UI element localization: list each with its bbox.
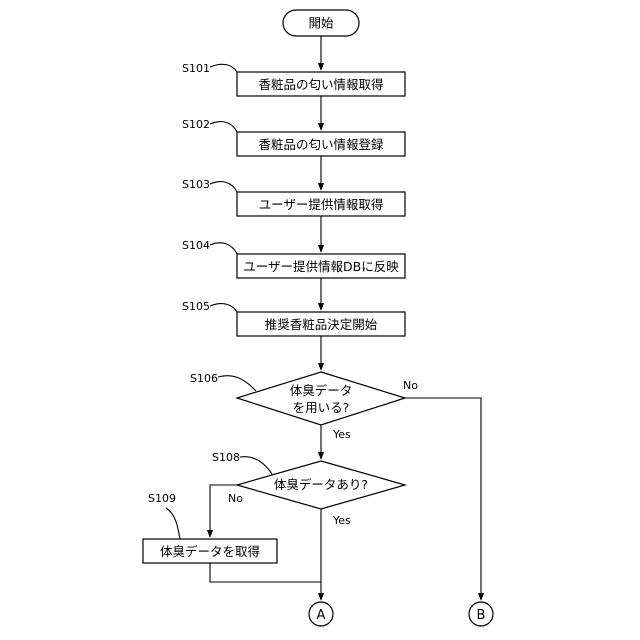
decision-s108-yes-label: Yes — [332, 514, 351, 527]
step-s104-label: ユーザー提供情報DBに反映 — [243, 259, 399, 274]
step-s109-label: 体臭データを取得 — [160, 544, 260, 559]
step-s103-id: S103 — [182, 178, 210, 191]
step-s109-id: S109 — [148, 492, 176, 505]
step-s104-leader — [210, 243, 237, 254]
arrow-s106-no-b — [405, 398, 481, 600]
step-s102-leader — [210, 122, 237, 132]
decision-s106-id: S106 — [190, 372, 218, 385]
arrow-s109-merge — [210, 563, 321, 582]
decision-s108-leader — [240, 457, 272, 474]
step-s105-id: S105 — [182, 300, 210, 313]
decision-s108-label: 体臭データあり? — [274, 477, 368, 492]
step-s101-id: S101 — [182, 62, 210, 75]
decision-s106-yes-label: Yes — [332, 428, 351, 441]
connector-a-label: A — [317, 608, 326, 623]
step-s102-label: 香粧品の匂い情報登録 — [258, 137, 384, 152]
decision-s108-no-label: No — [228, 492, 243, 505]
step-s103-label: ユーザー提供情報取得 — [259, 197, 384, 212]
decision-s106-line1: 体臭データ — [290, 383, 353, 398]
step-s101-label: 香粧品の匂い情報取得 — [258, 77, 383, 92]
step-s103-leader — [210, 182, 237, 192]
decision-s108-id: S108 — [212, 451, 240, 464]
step-s102-id: S102 — [182, 118, 210, 131]
decision-s106-no-label: No — [403, 379, 418, 392]
step-s104-id: S104 — [182, 239, 210, 252]
step-s105-leader — [210, 304, 237, 312]
connector-b-label: B — [477, 608, 486, 623]
decision-s106-line2: を用いる? — [293, 400, 350, 415]
step-s105-label: 推奨香粧品決定開始 — [265, 317, 378, 332]
decision-s106-leader — [218, 376, 256, 391]
step-s101-leader — [210, 64, 237, 72]
start-label: 開始 — [308, 16, 334, 31]
decision-s106 — [237, 372, 405, 425]
step-s109-leader — [166, 508, 180, 539]
